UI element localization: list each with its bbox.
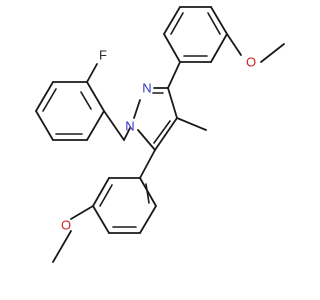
bond: [260, 43, 285, 63]
double-bond-inner: [99, 184, 113, 207]
atom-label-oxygen-bottom: O: [61, 218, 71, 233]
bond: [103, 110, 125, 141]
bond: [139, 205, 157, 234]
bond: [92, 205, 110, 234]
atom-label-oxygen-top: O: [246, 55, 256, 70]
bond: [176, 117, 207, 131]
atom-label-nitrogen-2: N: [142, 81, 151, 96]
bond: [139, 149, 156, 179]
bond: [154, 117, 178, 151]
bond: [70, 205, 94, 220]
atom-label-nitrogen-1: N: [125, 119, 134, 134]
bond-lines: [35, 6, 285, 263]
double-bond-inner: [80, 91, 92, 110]
bond: [137, 129, 156, 151]
bond: [92, 177, 110, 207]
bond: [86, 81, 105, 112]
bond: [210, 33, 228, 63]
bond: [133, 99, 141, 119]
molecule-structure-diagram: F N N O O: [35, 6, 285, 263]
bond: [86, 110, 105, 141]
bond: [86, 63, 98, 83]
bond: [52, 230, 72, 263]
bond: [35, 81, 54, 112]
double-bond-inner: [207, 12, 221, 35]
bond: [210, 6, 228, 35]
bond: [167, 61, 181, 89]
bond: [167, 87, 178, 119]
double-bond-inner: [153, 120, 171, 144]
bond: [163, 33, 181, 63]
atom-labels: F N N O O: [61, 48, 256, 233]
double-bond-inner: [145, 183, 150, 204]
double-bond-inner: [170, 12, 184, 35]
atom-label-fluorine: F: [99, 48, 107, 63]
double-bond-inner: [42, 88, 57, 112]
bond: [123, 127, 131, 141]
bond: [35, 110, 54, 141]
bond: [163, 6, 181, 35]
bond: [226, 33, 242, 56]
